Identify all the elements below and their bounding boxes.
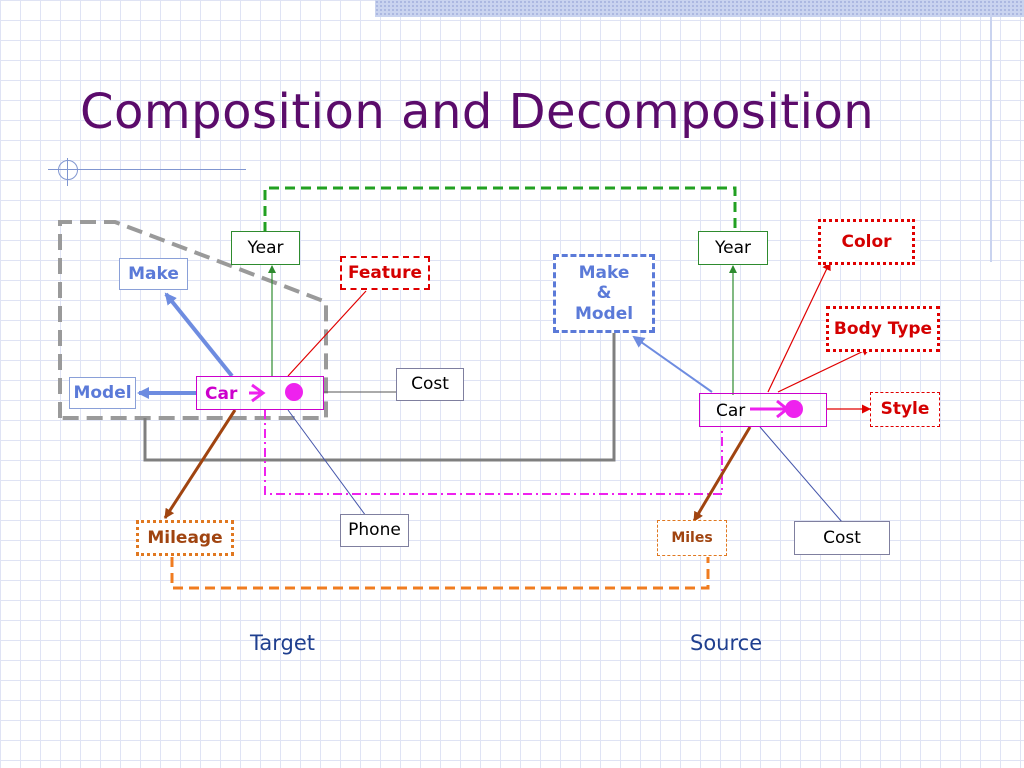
source-year-label: Year	[715, 237, 751, 258]
source-style-label: Style	[880, 399, 930, 420]
target-car-to-make	[164, 292, 234, 378]
source-model-label: Model	[574, 303, 634, 324]
source-ampersand-label: &	[596, 283, 612, 304]
source-style-box: Style	[870, 392, 940, 427]
bullet-stem	[67, 158, 68, 186]
source-make-model-box: Make & Model	[553, 254, 655, 333]
source-car-to-body-type	[777, 347, 871, 393]
source-cost-box: Cost	[794, 521, 890, 555]
slide-title: Composition and Decomposition	[80, 84, 875, 140]
target-car-to-mileage	[163, 409, 237, 519]
source-cost-label: Cost	[823, 527, 861, 548]
target-car-dot-icon	[285, 383, 303, 401]
target-cost-label: Cost	[411, 374, 449, 395]
right-rule	[990, 0, 992, 262]
make-model-link	[143, 333, 616, 462]
target-car-to-phone	[287, 409, 367, 517]
source-color-box: Color	[818, 219, 915, 265]
source-caption: Source	[690, 631, 763, 655]
target-car-arrow-icon	[249, 383, 266, 403]
source-car-to-cost	[759, 426, 843, 523]
source-car-box	[699, 393, 827, 427]
source-body-type-box: Body Type	[826, 306, 940, 352]
target-phone-box: Phone	[340, 514, 409, 547]
target-make-box: Make	[119, 258, 188, 290]
target-car-label: Car	[205, 384, 238, 404]
source-car-to-color	[767, 261, 831, 393]
target-make-model-group	[58, 220, 328, 420]
mileage-link	[170, 557, 710, 590]
source-color-label: Color	[841, 231, 892, 252]
source-car-dot-icon	[785, 400, 803, 418]
source-miles-box: Miles	[657, 520, 727, 556]
car-link	[264, 410, 723, 495]
header-band	[375, 0, 1024, 17]
title-underline	[48, 169, 246, 170]
target-mileage-box: Mileage	[136, 520, 234, 556]
target-model-label: Model	[73, 382, 132, 403]
target-car-to-feature	[287, 290, 367, 377]
source-car-label: Car	[716, 401, 746, 421]
target-cost-box: Cost	[396, 368, 464, 401]
target-year-label: Year	[247, 237, 284, 258]
target-model-box: Model	[69, 377, 136, 409]
target-feature-label: Feature	[347, 262, 423, 283]
target-car-box	[196, 376, 324, 410]
target-year-box: Year	[231, 231, 300, 265]
target-make-label: Make	[128, 263, 179, 284]
source-miles-label: Miles	[671, 529, 713, 546]
source-year-box: Year	[698, 231, 768, 265]
source-car-to-miles	[692, 426, 752, 522]
year-link	[263, 186, 737, 232]
bullet-circle-icon	[58, 160, 78, 180]
target-feature-box: Feature	[340, 256, 430, 290]
target-mileage-label: Mileage	[147, 527, 223, 548]
target-phone-label: Phone	[348, 520, 401, 541]
target-caption: Target	[250, 631, 315, 655]
source-car-to-make-model	[632, 335, 713, 393]
source-body-type-label: Body Type	[833, 318, 933, 339]
source-make-label: Make	[578, 262, 630, 283]
